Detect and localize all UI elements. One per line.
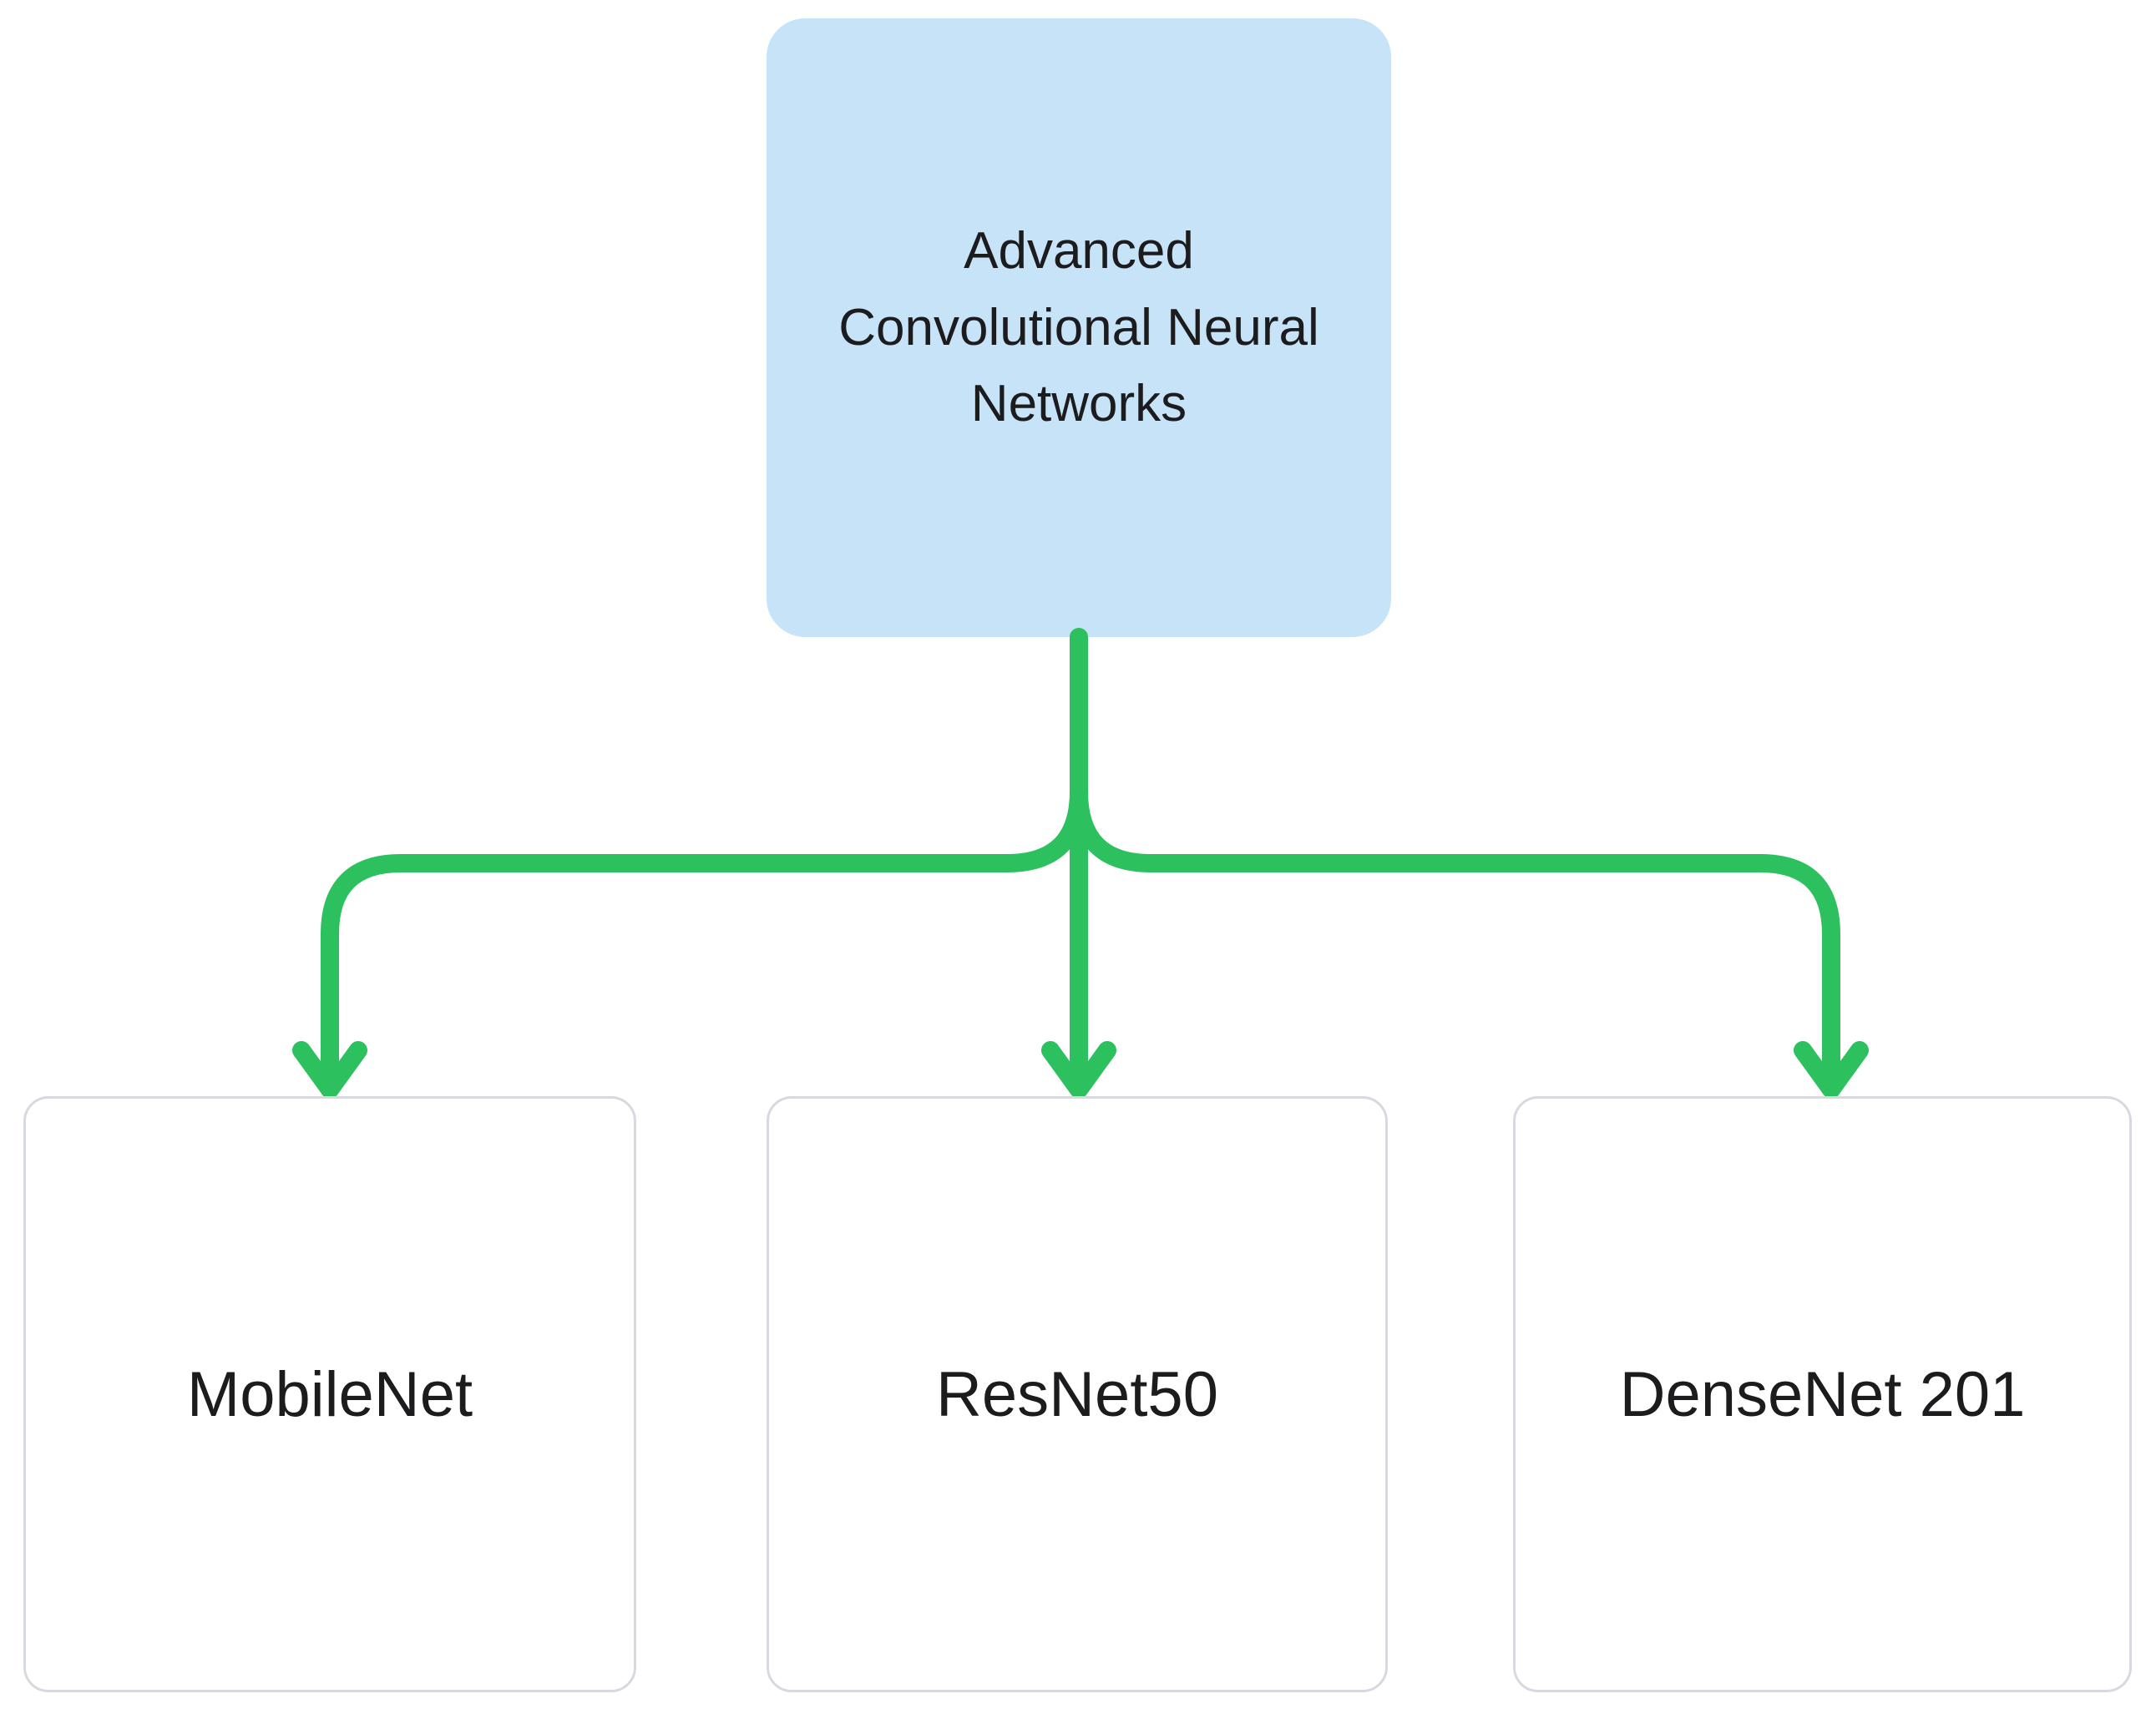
node-advanced-cnn: Advanced Convolutional Neural Networks — [767, 18, 1391, 637]
arrow-down-icon-right — [1794, 1041, 1869, 1099]
node-resnet50: ResNet50 — [767, 1096, 1388, 1692]
root-label-line-3: Networks — [970, 375, 1187, 433]
node-mobilenet: MobileNet — [23, 1096, 636, 1692]
node-resnet50-label: ResNet50 — [936, 1358, 1218, 1430]
connector-branch-left — [321, 782, 1088, 1083]
root-label-line-1: Advanced — [964, 221, 1194, 280]
root-node-label: Advanced Convolutional Neural Networks — [838, 213, 1319, 442]
arrow-down-icon-left — [292, 1041, 367, 1099]
node-densenet201-label: DenseNet 201 — [1619, 1358, 2026, 1430]
root-label-line-2: Convolutional Neural — [838, 298, 1319, 356]
connector-branch-right — [1070, 782, 1840, 1083]
node-mobilenet-label: MobileNet — [186, 1358, 473, 1430]
node-densenet201: DenseNet 201 — [1513, 1096, 2132, 1692]
arrow-down-icon-middle — [1041, 1041, 1116, 1099]
